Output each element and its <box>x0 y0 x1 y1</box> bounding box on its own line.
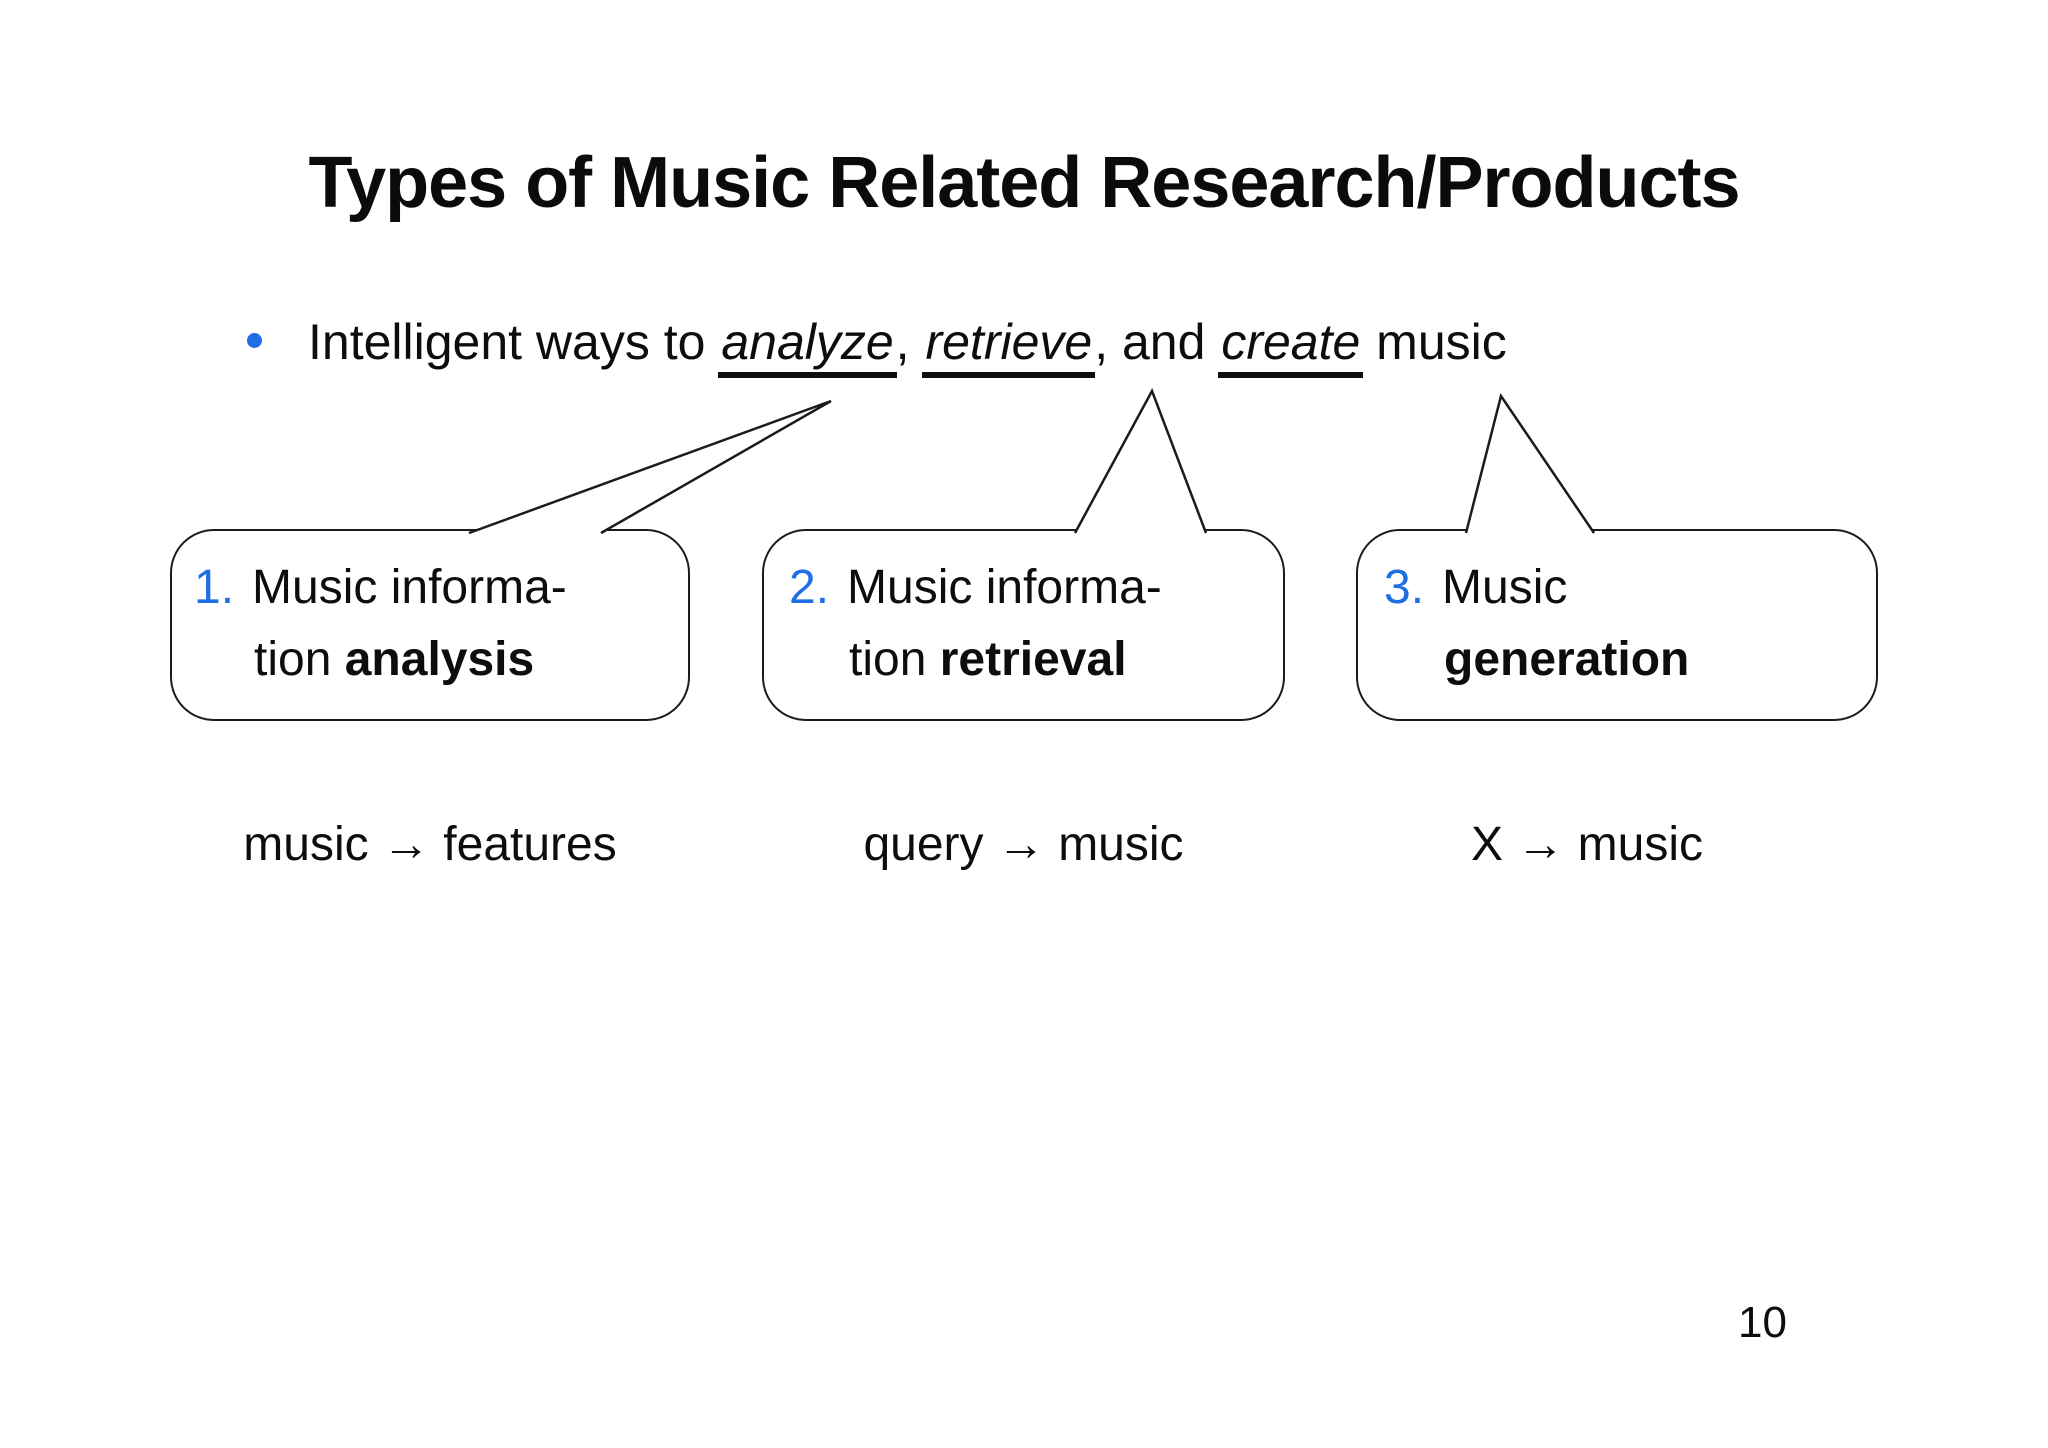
bullet-separator-2: , and <box>1094 314 1220 370</box>
callout-number: 3. <box>1384 561 1425 614</box>
bullet-tail-text: music <box>1362 314 1507 370</box>
callout-line-1: 3. Music <box>1384 552 1876 624</box>
page-number: 10 <box>1738 1298 1787 1347</box>
callout-line-2-text: tion <box>849 633 940 686</box>
callout-emphasis: analysis <box>344 633 535 686</box>
callout-line-1-text: Music <box>1442 561 1568 614</box>
callout-tail-3 <box>1464 393 1596 534</box>
callout-box-generation: 3. Music generation <box>1356 529 1878 721</box>
callout-tail-1 <box>468 399 832 535</box>
caption-query-to-music: query → music <box>863 818 1184 871</box>
callout-number: 2. <box>789 561 830 614</box>
callout-line-2: tion retrieval <box>789 624 1283 696</box>
callout-line-1: 2. Music informa- <box>789 552 1283 624</box>
bullet-lead-text: Intelligent ways to <box>308 314 720 370</box>
callout-number: 1. <box>194 561 235 614</box>
bullet-text: Intelligent ways to analyze, retrieve, a… <box>308 314 1507 378</box>
bullet-marker-icon <box>247 333 262 348</box>
callout-line-2: generation <box>1384 624 1876 696</box>
callout-box-retrieval: 2. Music informa- tion retrieval <box>762 529 1285 721</box>
callout-line-1: 1. Music informa- <box>194 552 688 624</box>
caption-x-to-music: X → music <box>1470 818 1704 871</box>
callout-emphasis: generation <box>1444 633 1690 686</box>
keyword-create: create <box>1218 316 1364 378</box>
callout-box-analysis: 1. Music informa- tion analysis <box>170 529 690 721</box>
bullet-separator-1: , <box>895 314 924 370</box>
keyword-analyze: analyze <box>718 316 897 378</box>
callout-line-1-text: Music informa- <box>252 561 567 614</box>
callout-emphasis: retrieval <box>939 633 1127 686</box>
callout-tail-2 <box>1073 388 1208 534</box>
callout-line-1-text: Music informa- <box>847 561 1162 614</box>
caption-music-to-features: music → features <box>243 818 617 871</box>
callout-line-2-text: tion <box>254 633 345 686</box>
callout-line-2: tion analysis <box>194 624 688 696</box>
slide-title: Types of Music Related Research/Products <box>308 143 1740 223</box>
keyword-retrieve: retrieve <box>922 316 1096 378</box>
